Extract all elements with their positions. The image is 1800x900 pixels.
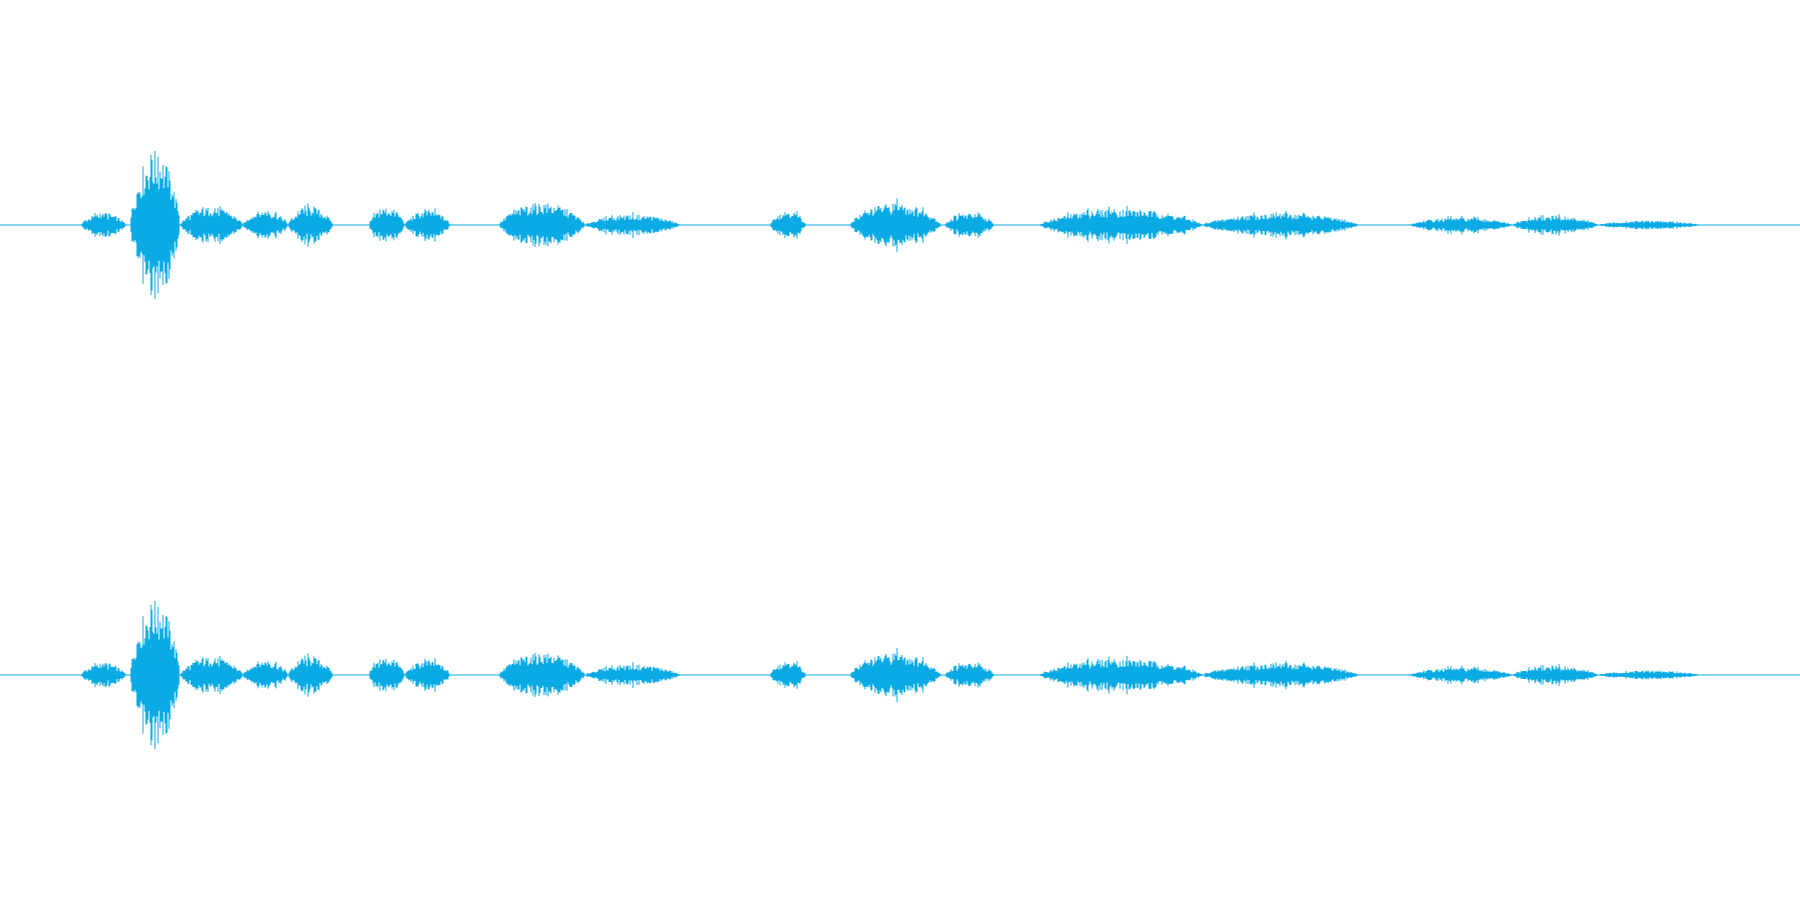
waveform-samples (81, 600, 1699, 750)
waveform-envelope (81, 150, 1699, 300)
waveform-right-svg (0, 600, 1800, 750)
waveform-left-svg (0, 150, 1800, 300)
waveform-envelope (81, 600, 1699, 750)
waveform-samples (81, 150, 1699, 300)
waveform-channel-right (0, 525, 1800, 825)
waveform-channel-left (0, 75, 1800, 375)
